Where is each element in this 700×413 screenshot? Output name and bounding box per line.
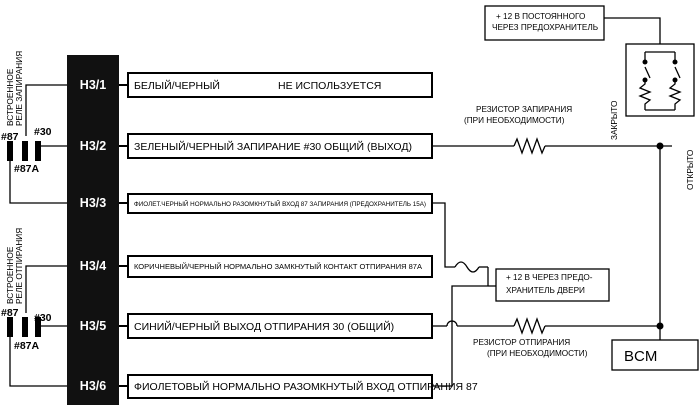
- pin-h3-2-label: H3/2: [80, 139, 106, 153]
- pin-h3-1-label: H3/1: [80, 78, 106, 92]
- wire-label-h3-6: ФИОЛЕТОВЫЙ НОРМАЛЬНО РАЗОМКНУТЫЙ ВХОД ОТ…: [134, 380, 478, 393]
- switch-internals: [638, 51, 682, 111]
- unlock-resistor-label-2: (ПРИ НЕОБХОДИМОСТИ): [487, 349, 588, 358]
- lock-relay-30-label: #30: [34, 126, 52, 138]
- constant-power-line1: + 12 В ПОСТОЯННОГО: [496, 12, 585, 21]
- pin-leads: [119, 84, 128, 387]
- unlock-relay-30-label: #30: [34, 312, 52, 324]
- pin-h3-6-label: H3/6: [80, 379, 106, 393]
- wire-label-h3-1: БЕЛЫЙ/ЧЕРНЫЙ: [134, 79, 220, 92]
- unlock-relay-87-label: #87: [1, 307, 19, 319]
- wire-box-h3-4: [127, 255, 433, 278]
- bcm-label: BCM: [624, 348, 657, 365]
- constant-power-box: [484, 5, 605, 41]
- lock-relay-title-1: ВСТРОЕННОЕ: [5, 68, 15, 126]
- pin-h3-4-label: H3/4: [80, 259, 106, 273]
- pin-h3-5-label: H3/5: [80, 319, 106, 333]
- wire-box-h3-5: [127, 313, 433, 339]
- lock-resistor-label-1: РЕЗИСТОР ЗАПИРАНИЯ: [476, 105, 572, 114]
- unlock-relay-title-2: РЕЛЕ ОТПИРАНИЯ: [14, 228, 24, 304]
- wire-box-h3-1: [127, 72, 433, 98]
- pin-h3-3-label: H3/3: [80, 196, 106, 210]
- switch-open-label: ОТКРЫТО: [685, 149, 695, 190]
- connector-block: [67, 55, 119, 405]
- door-lock-switch: [625, 43, 695, 117]
- wire-label-h3-3: ФИОЛЕТ.ЧЕРНЫЙ НОРМАЛЬНО РАЗОМКНУТЫЙ ВХОД…: [134, 199, 426, 208]
- lock-resistor-label-2: (ПРИ НЕОБХОДИМОСТИ): [464, 116, 565, 125]
- unlock-relay-title-1: ВСТРОЕННОЕ: [5, 246, 15, 304]
- wire-label-h3-4: КОРИЧНЕВЫЙ/ЧЕРНЫЙ НОРМАЛЬНО ЗАМКНУТЫЙ КО…: [134, 262, 422, 271]
- bcm-module: [611, 339, 699, 371]
- door-fuse-line2: ХРАНИТЕЛЬ ДВЕРИ: [506, 286, 585, 295]
- unlock-resistor-label-1: РЕЗИСТОР ОТПИРАНИЯ: [473, 338, 570, 347]
- door-fuse-line1: + 12 В ЧЕРЕЗ ПРЕДО-: [506, 273, 593, 282]
- lock-relay-title-2: РЕЛЕ ЗАПИРАНИЯ: [14, 51, 24, 126]
- wire-note-h3-1: НЕ ИСПОЛЬЗУЕТСЯ: [278, 80, 381, 92]
- right-side-wiring: [432, 17, 672, 387]
- lock-relay-contacts: [7, 141, 41, 161]
- lock-relay-87a-label: #87A: [14, 163, 40, 175]
- constant-power-line2: ЧЕРЕЗ ПРЕДОХРАНИТЕЛЬ: [492, 23, 598, 32]
- lock-relay-87-label: #87: [1, 131, 19, 143]
- unlock-relay-contacts: [7, 317, 41, 337]
- unlock-relay-87a-label: #87A: [14, 340, 40, 352]
- junction-dots: [656, 142, 664, 330]
- door-fuse-box: [495, 268, 610, 302]
- switch-contacts: [642, 59, 678, 83]
- wire-label-h3-2: ЗЕЛЕНЫЙ/ЧЕРНЫЙ ЗАПИРАНИЕ #30 ОБЩИЙ (ВЫХО…: [134, 140, 412, 153]
- wire-label-h3-5: СИНИЙ/ЧЕРНЫЙ ВЫХОД ОТПИРАНИЯ 30 (ОБЩИЙ): [134, 320, 394, 333]
- switch-closed-label: ЗАКРЫТО: [609, 100, 619, 140]
